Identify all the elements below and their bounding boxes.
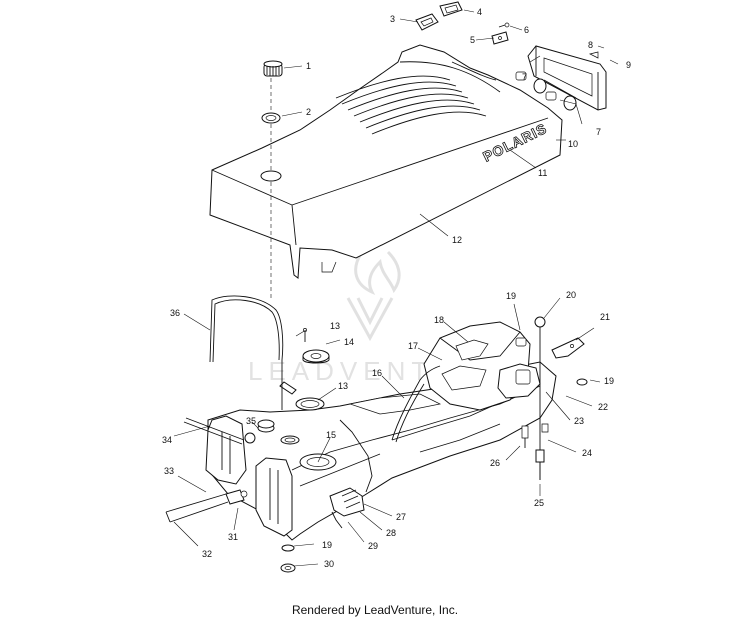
callout-labels: 1 2 3 4 5 6 7 7 8 9 10 11 12 13 13 14 15…	[162, 7, 631, 569]
callout-19c: 19	[322, 540, 332, 550]
callout-20: 20	[566, 290, 576, 300]
callout-12: 12	[452, 235, 462, 245]
seat-assembly: POLARIS	[209, 44, 563, 279]
callout-28: 28	[386, 528, 396, 538]
leader-lines	[173, 9, 619, 567]
callout-15: 15	[326, 430, 336, 440]
callout-23: 23	[574, 416, 584, 426]
callout-31: 31	[228, 532, 238, 542]
callout-7a: 7	[522, 72, 527, 82]
callout-26: 26	[490, 458, 500, 468]
callout-35: 35	[246, 416, 256, 426]
cap-gasket	[261, 112, 281, 124]
callout-18: 18	[434, 315, 444, 325]
console	[423, 321, 541, 411]
callout-16: 16	[372, 368, 382, 378]
callout-33: 33	[164, 466, 174, 476]
callout-13a: 13	[330, 321, 340, 331]
seat-hardware	[415, 1, 607, 111]
callout-6: 6	[524, 25, 529, 35]
callout-11: 11	[538, 168, 547, 178]
callout-25: 25	[534, 498, 544, 508]
callout-5: 5	[470, 35, 475, 45]
callout-27: 27	[396, 512, 406, 522]
callout-30: 30	[324, 559, 334, 569]
callout-7b: 7	[596, 127, 601, 137]
vent-hose	[209, 295, 284, 410]
callout-8: 8	[588, 40, 593, 50]
fuel-fittings	[329, 487, 365, 529]
footer-credit: Rendered by LeadVenture, Inc.	[291, 603, 459, 617]
callout-3: 3	[390, 14, 395, 24]
callout-2: 2	[306, 107, 311, 117]
callout-4: 4	[477, 7, 482, 17]
fuel-sender	[279, 328, 330, 411]
callout-1: 1	[306, 61, 311, 71]
callout-14: 14	[344, 337, 354, 347]
callout-34: 34	[162, 435, 172, 445]
callout-9: 9	[626, 60, 631, 70]
callout-36: 36	[170, 308, 180, 318]
filler-opening	[260, 170, 282, 182]
callout-17: 17	[408, 341, 418, 351]
fuel-cap	[263, 60, 283, 77]
callout-13b: 13	[338, 381, 348, 391]
parts-diagram: LEADVENTURE POLARIS	[162, 1, 631, 573]
callout-10: 10	[568, 139, 578, 149]
callout-29: 29	[368, 541, 378, 551]
callout-32: 32	[202, 549, 212, 559]
callout-21: 21	[600, 312, 610, 322]
callout-22: 22	[598, 402, 608, 412]
callout-19a: 19	[506, 291, 516, 301]
callout-24: 24	[582, 448, 592, 458]
fuel-line	[391, 365, 441, 441]
seat-cover	[209, 44, 563, 279]
callout-19b: 19	[604, 376, 614, 386]
hardware	[280, 316, 588, 573]
